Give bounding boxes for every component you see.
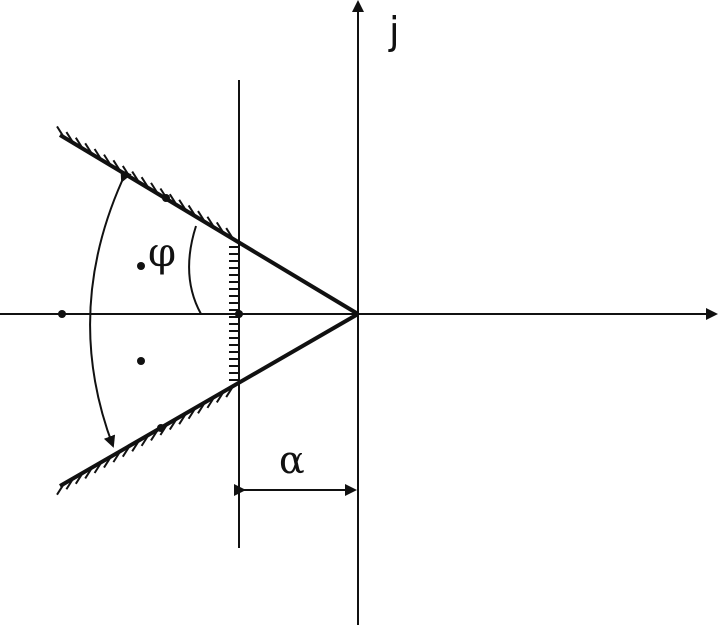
upper-hatch-mark — [197, 210, 206, 223]
upper-hatch-mark — [103, 154, 112, 167]
upper-hatch-mark — [178, 199, 188, 212]
upper-hatch-mark — [84, 142, 94, 155]
lower-hatch-mark — [168, 418, 178, 431]
vertical-hatching — [229, 246, 239, 381]
phi-angle-arc — [188, 225, 202, 315]
lower-hatch-mark — [140, 434, 150, 447]
alpha-label: α — [279, 438, 305, 482]
lower-wedge-boundary — [59, 312, 359, 488]
point-lower-line — [157, 424, 165, 432]
imaginary-axis-label: j — [389, 9, 400, 53]
upper-hatch-mark — [140, 176, 150, 189]
lower-hatch-mark — [112, 450, 122, 463]
phi-label: φ — [148, 230, 177, 276]
lower-hatch-mark — [131, 439, 141, 452]
lower-hatch-mark — [206, 396, 216, 409]
lower-hatch-mark — [197, 401, 206, 414]
upper-hatch-mark — [56, 125, 65, 138]
lower-hatch-mark — [215, 390, 225, 403]
lower-hatch-mark — [225, 385, 235, 398]
point-boundary-axis — [235, 310, 243, 318]
point-upper-line — [162, 194, 170, 202]
lower-hatch-mark — [56, 483, 65, 496]
upper-hatch-mark — [93, 148, 103, 161]
upper-hatch-mark — [187, 204, 197, 217]
lower-hatch-mark — [74, 472, 84, 485]
lower-hatch-mark — [187, 407, 197, 420]
lower-hatch-mark — [93, 461, 103, 474]
upper-hatch-mark — [65, 131, 75, 144]
upper-hatch-mark — [168, 193, 178, 206]
lower-hatch-mark — [178, 412, 188, 425]
lower-hatch-mark — [84, 466, 94, 479]
lower-hatch-mark — [65, 477, 75, 490]
upper-hatch-mark — [225, 227, 235, 240]
upper-hatch-mark — [215, 221, 225, 234]
lower-hatch-mark — [150, 428, 159, 441]
left-curved-double-arrow — [89, 169, 132, 448]
upper-hatch-mark — [206, 216, 216, 229]
upper-hatch-mark — [131, 171, 141, 184]
upper-hatch-mark — [150, 182, 159, 195]
point-lower-inner — [137, 357, 145, 365]
point-upper-inner — [137, 262, 145, 270]
point-left-axis — [58, 310, 66, 318]
upper-hatch-mark — [74, 137, 84, 150]
lower-hatch-mark — [103, 456, 112, 469]
